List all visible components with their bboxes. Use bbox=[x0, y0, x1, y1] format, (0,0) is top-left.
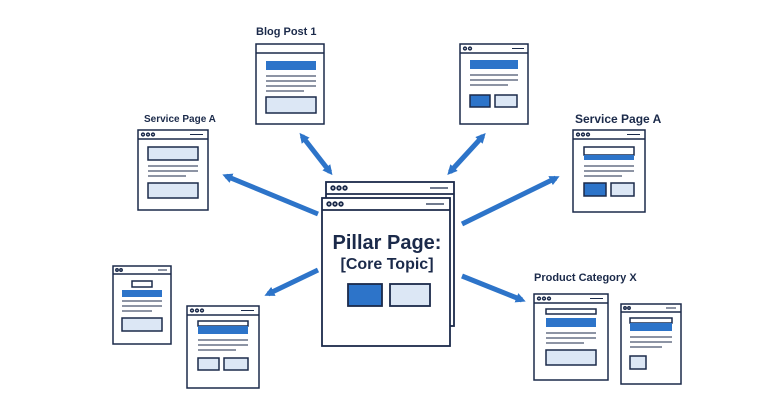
link-arrows bbox=[222, 132, 560, 303]
pillar-page-title: Pillar Page: bbox=[332, 232, 442, 254]
arrow-product-category bbox=[461, 273, 526, 303]
service-page-left bbox=[137, 129, 209, 211]
product-category-label: Product Category X bbox=[534, 272, 637, 284]
product-category-page bbox=[533, 293, 609, 381]
top-right-page bbox=[459, 43, 529, 125]
product-category-page-secondary bbox=[620, 303, 682, 385]
arrow-service-right bbox=[460, 175, 560, 227]
arrow-bottom-left-page bbox=[264, 267, 320, 297]
bottom-left-page-small bbox=[112, 265, 172, 345]
blog-post-label: Blog Post 1 bbox=[256, 26, 317, 38]
service-page-left-label: Service Page A bbox=[144, 114, 216, 125]
pillar-light-block bbox=[389, 283, 431, 307]
service-page-right bbox=[572, 129, 646, 213]
blog-post-page bbox=[255, 43, 325, 125]
arrow-service-left bbox=[222, 173, 319, 217]
arrow-top-right-page bbox=[447, 133, 486, 175]
pillar-page-subtitle: [Core Topic] bbox=[340, 256, 434, 273]
service-page-right-label: Service Page A bbox=[575, 112, 662, 126]
pillar-page-front-sheet bbox=[321, 197, 451, 347]
bottom-left-page-large bbox=[186, 305, 260, 389]
pillar-page bbox=[321, 181, 455, 347]
arrow-blog-post bbox=[299, 132, 333, 176]
pillar-blue-block bbox=[347, 283, 383, 307]
